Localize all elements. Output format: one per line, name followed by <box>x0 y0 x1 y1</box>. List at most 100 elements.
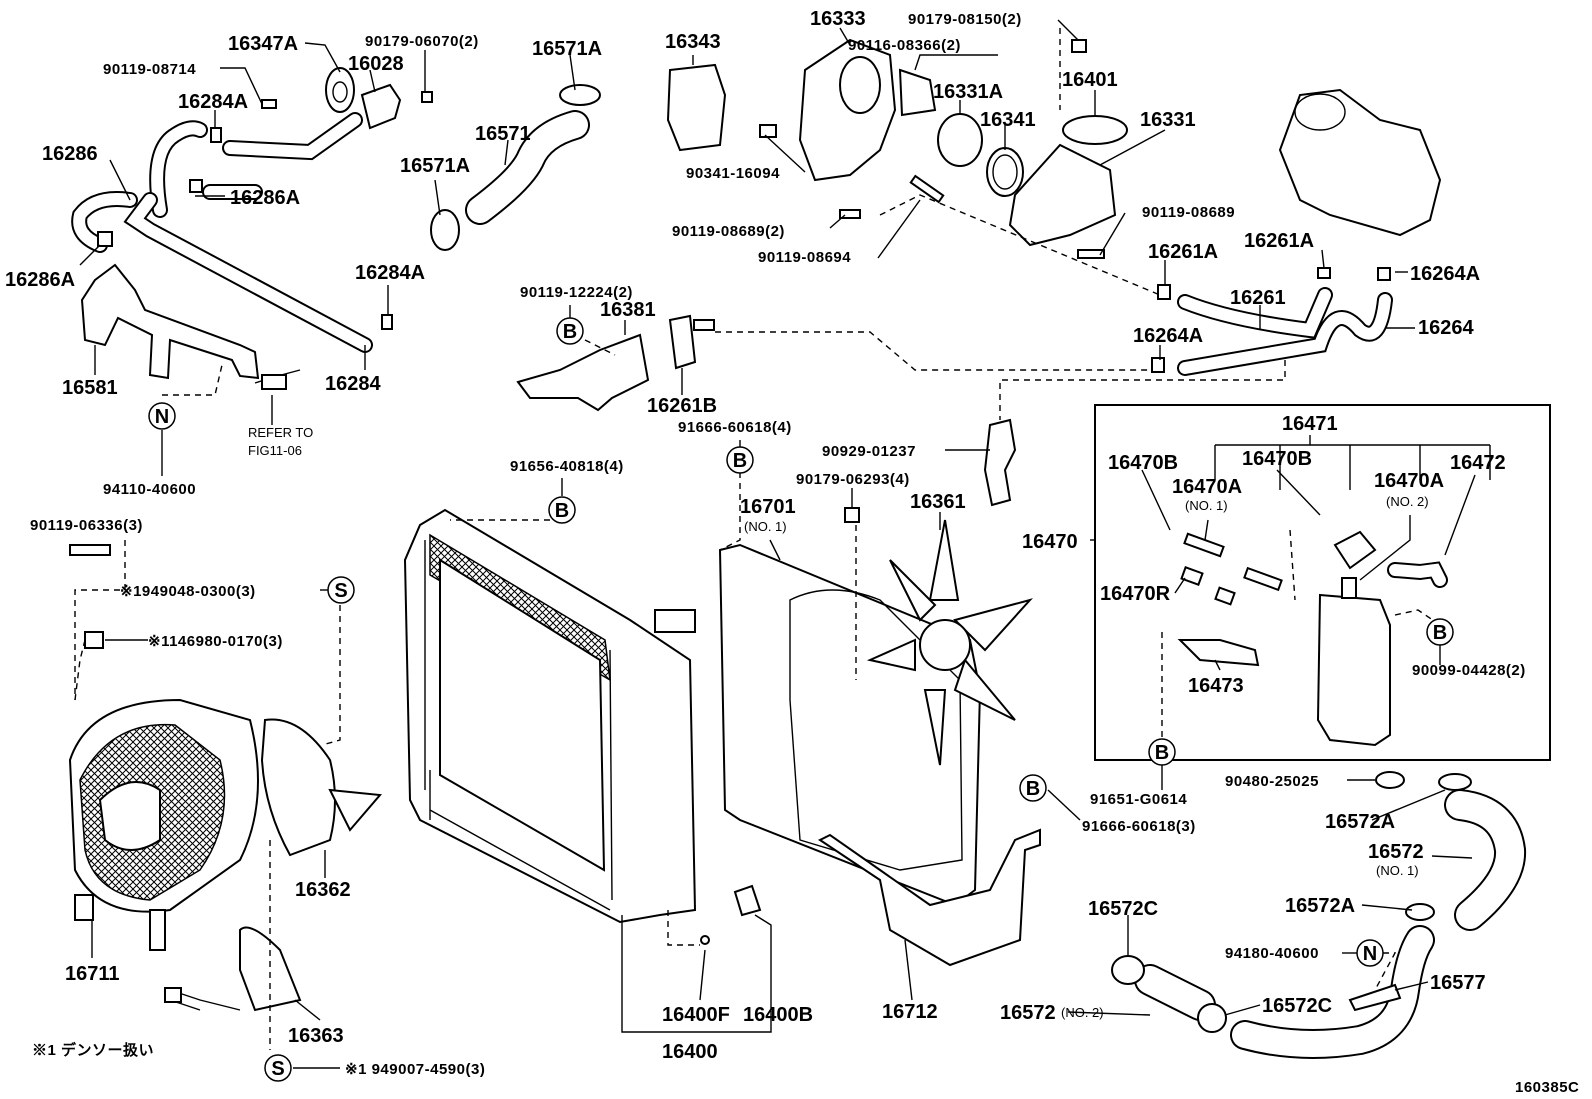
marker-s-1: S <box>327 576 355 604</box>
label-16362: 16362 <box>295 879 351 901</box>
shroud-16712 <box>818 828 1041 967</box>
bracket-16381-assembly <box>516 314 1017 507</box>
label-16400: 16400 <box>662 1041 718 1063</box>
label-16284: 16284 <box>325 373 381 395</box>
bracket-16473 <box>1177 639 1260 667</box>
bypass-pipe-assembly <box>71 67 433 390</box>
water-inlet-16333 <box>798 38 897 182</box>
water-outlet-assembly <box>666 38 1128 259</box>
bracket-16581 <box>80 263 260 380</box>
marker-n-1: N <box>148 402 176 430</box>
clamp-16572C-1 <box>1111 955 1145 985</box>
clamp-16264A-2 <box>1151 357 1165 373</box>
thermostat-16331A <box>937 113 983 167</box>
label-90119-06336: 90119-06336(3) <box>30 517 143 534</box>
clamp-16572C-2 <box>1197 1003 1227 1033</box>
label-16381: 16381 <box>600 299 656 321</box>
electric-fan-16711 <box>68 544 383 1012</box>
marker-b-1: B <box>556 317 584 345</box>
label-90119-08689: 90119-08689 <box>1142 204 1235 221</box>
svg-text:B: B <box>1155 742 1169 764</box>
label-16261A-2: 16261A <box>1244 230 1314 252</box>
sensor-ref-fig11-06 <box>261 374 287 390</box>
bolt-90119-08689-2 <box>839 209 861 219</box>
label-fig11-06: FIG11-06 <box>248 443 302 458</box>
nut-90179-08150 <box>1071 39 1087 53</box>
marker-b-2: B <box>726 446 754 474</box>
label-16572-no2: 16572 <box>1000 1002 1056 1024</box>
svg-text:B: B <box>563 321 577 343</box>
clamp-16284A-low <box>381 314 393 330</box>
label-16343: 16343 <box>665 31 721 53</box>
fan-shroud-16701 <box>718 507 1041 967</box>
label-refer-to: REFER TO <box>248 425 313 440</box>
svg-text:S: S <box>334 580 347 602</box>
reservoir-tank <box>1316 593 1391 747</box>
hose-16470A-1 <box>1183 532 1225 558</box>
label-90119-08714: 90119-08714 <box>103 61 196 78</box>
label-16470A-no1: (NO. 1) <box>1185 498 1228 513</box>
label-90341-16094: 90341-16094 <box>686 165 780 182</box>
label-16347A: 16347A <box>228 33 298 55</box>
label-16286A-mid: 16286A <box>230 187 300 209</box>
flange-16028 <box>360 83 402 130</box>
label-90929-01237: 90929-01237 <box>822 443 916 460</box>
label-16261A-1: 16261A <box>1148 241 1218 263</box>
label-90179-06293: 90179-06293(4) <box>796 471 910 488</box>
nut-90179-06293 <box>844 507 860 523</box>
label-16363: 16363 <box>288 1025 344 1047</box>
label-16333: 16333 <box>810 8 866 30</box>
clamp-16571A-top <box>559 84 601 106</box>
clamp-16261A-1 <box>1157 284 1171 300</box>
clamp-16572A-2 <box>1405 903 1435 921</box>
clamp-16261A-2 <box>1317 267 1331 279</box>
label-94180-40600: 94180-40600 <box>1225 945 1319 962</box>
marker-b-6: B <box>1019 774 1047 802</box>
part-labels: 16347A 90179-06070(2) 16571A 90119-08714… <box>5 8 1579 1096</box>
svg-text:B: B <box>733 450 747 472</box>
upper-hose-assembly <box>430 84 601 251</box>
engine-outline <box>1278 88 1442 237</box>
label-16470B-1: 16470B <box>1108 452 1178 474</box>
label-16572A-1: 16572A <box>1325 811 1395 833</box>
clamp-16286A-mid <box>189 179 203 193</box>
clamp-16264A-1 <box>1377 267 1391 281</box>
label-1146980-0170: ※1146980-0170(3) <box>148 633 283 650</box>
label-16361: 16361 <box>910 491 966 513</box>
label-16572C-1: 16572C <box>1088 898 1158 920</box>
label-90119-12224: 90119-12224(2) <box>520 284 633 301</box>
gasket-16343 <box>666 63 727 152</box>
label-16577: 16577 <box>1430 972 1486 994</box>
label-16701: 16701 <box>740 496 796 518</box>
label-90119-08694: 90119-08694 <box>758 249 851 266</box>
plug-90341-16094 <box>759 124 777 138</box>
label-90119-08689-2: 90119-08689(2) <box>672 223 785 240</box>
label-90480-25025: 90480-25025 <box>1225 773 1319 790</box>
bracket-16577 <box>1348 983 1402 1012</box>
heater-hose-assembly <box>1151 88 1442 376</box>
clip-90929-01237 <box>983 418 1017 507</box>
label-949007-4590: ※1 949007-4590(3) <box>345 1061 485 1078</box>
bolt-90119-08689 <box>1077 249 1105 259</box>
marker-n-2: N <box>1356 939 1384 967</box>
label-16284A-top: 16284A <box>178 91 248 113</box>
label-16470A-2: 16470A <box>1374 470 1444 492</box>
label-denso-note: ※1 デンソー扱い <box>32 1041 154 1059</box>
label-91656-40818: 91656-40818(4) <box>510 458 624 475</box>
label-16331A: 16331A <box>933 81 1003 103</box>
radiator-inlet-pipe <box>654 609 696 633</box>
label-16284A-low: 16284A <box>355 262 425 284</box>
label-90179-06070: 90179-06070(2) <box>365 33 479 50</box>
marker-b-5: B <box>1148 738 1176 766</box>
svg-text:B: B <box>555 500 569 522</box>
drain-plug-16400B <box>733 884 762 917</box>
label-16571A-mid: 16571A <box>400 155 470 177</box>
label-16400F: 16400F <box>662 1004 730 1026</box>
label-91651-G0614: 91651-G0614 <box>1090 791 1187 808</box>
label-16470R: 16470R <box>1100 583 1171 605</box>
hose-16470R <box>1180 566 1204 586</box>
nut-1146980-0170 <box>84 631 104 649</box>
marker-b-4: B <box>1426 618 1454 646</box>
gasket-16400F <box>700 935 710 945</box>
